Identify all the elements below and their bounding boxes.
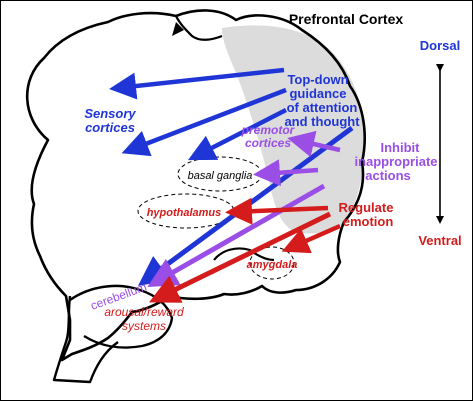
inhibit-label-1: Inhibit (381, 140, 421, 155)
arrow-inhibit-to-basal-ganglia (253, 159, 319, 187)
arrow-topdown-to-sensory-lower (121, 87, 287, 157)
sensory-label-2: cortices (85, 120, 135, 135)
inhibit-label-3: actions (365, 168, 411, 183)
arousal-label-2: systems (122, 319, 166, 333)
central-sulcus (175, 15, 223, 41)
arrow-inhibit-to-premotor (287, 130, 341, 158)
topdown-label-3: of attention (287, 100, 358, 115)
arrow-topdown-to-basal-ganglia (187, 107, 288, 161)
basal-ganglia-label: basal ganglia (188, 170, 253, 182)
cerebellum-outline (69, 284, 174, 349)
sensory-label-1: Sensory (84, 106, 136, 121)
premotor-label-1: premotor (241, 123, 296, 137)
regulate-label-2: emotion (343, 214, 394, 229)
arrow-topdown-to-sensory-upper (109, 67, 285, 100)
arrow-regulate-to-hypothalamus (225, 197, 329, 225)
hypothalamus-label: hypothalamus (147, 207, 222, 219)
topdown-label-1: Top-down (287, 72, 348, 87)
premotor-label-2: cortices (245, 136, 291, 150)
amygdala-region (249, 246, 295, 280)
arousal-label-1: arousal/reward (104, 305, 184, 319)
axis-dorsal-label: Dorsal (420, 38, 460, 53)
arrow-regulate-to-amygdala (281, 223, 341, 254)
brainstem-outline (52, 295, 119, 384)
topdown-label-2: guidance (289, 86, 346, 101)
regulate-label-1: Regulate (339, 200, 394, 215)
arrow-inhibit-to-cerebellum (147, 183, 326, 287)
prefrontal-region (222, 25, 365, 234)
axis-ventral-label: Ventral (418, 233, 461, 248)
inhibit-label-2: inappropriate (354, 154, 437, 169)
title-prefrontal-cortex: Prefrontal Cortex (289, 11, 404, 27)
arrow-regulate-to-arousal (149, 211, 332, 303)
brain-outline (25, 9, 366, 362)
temporal-boundary (213, 247, 275, 262)
fissure-mark (172, 22, 184, 36)
amygdala-label: amygdala (247, 259, 298, 271)
topdown-label-4: and thought (284, 114, 360, 129)
